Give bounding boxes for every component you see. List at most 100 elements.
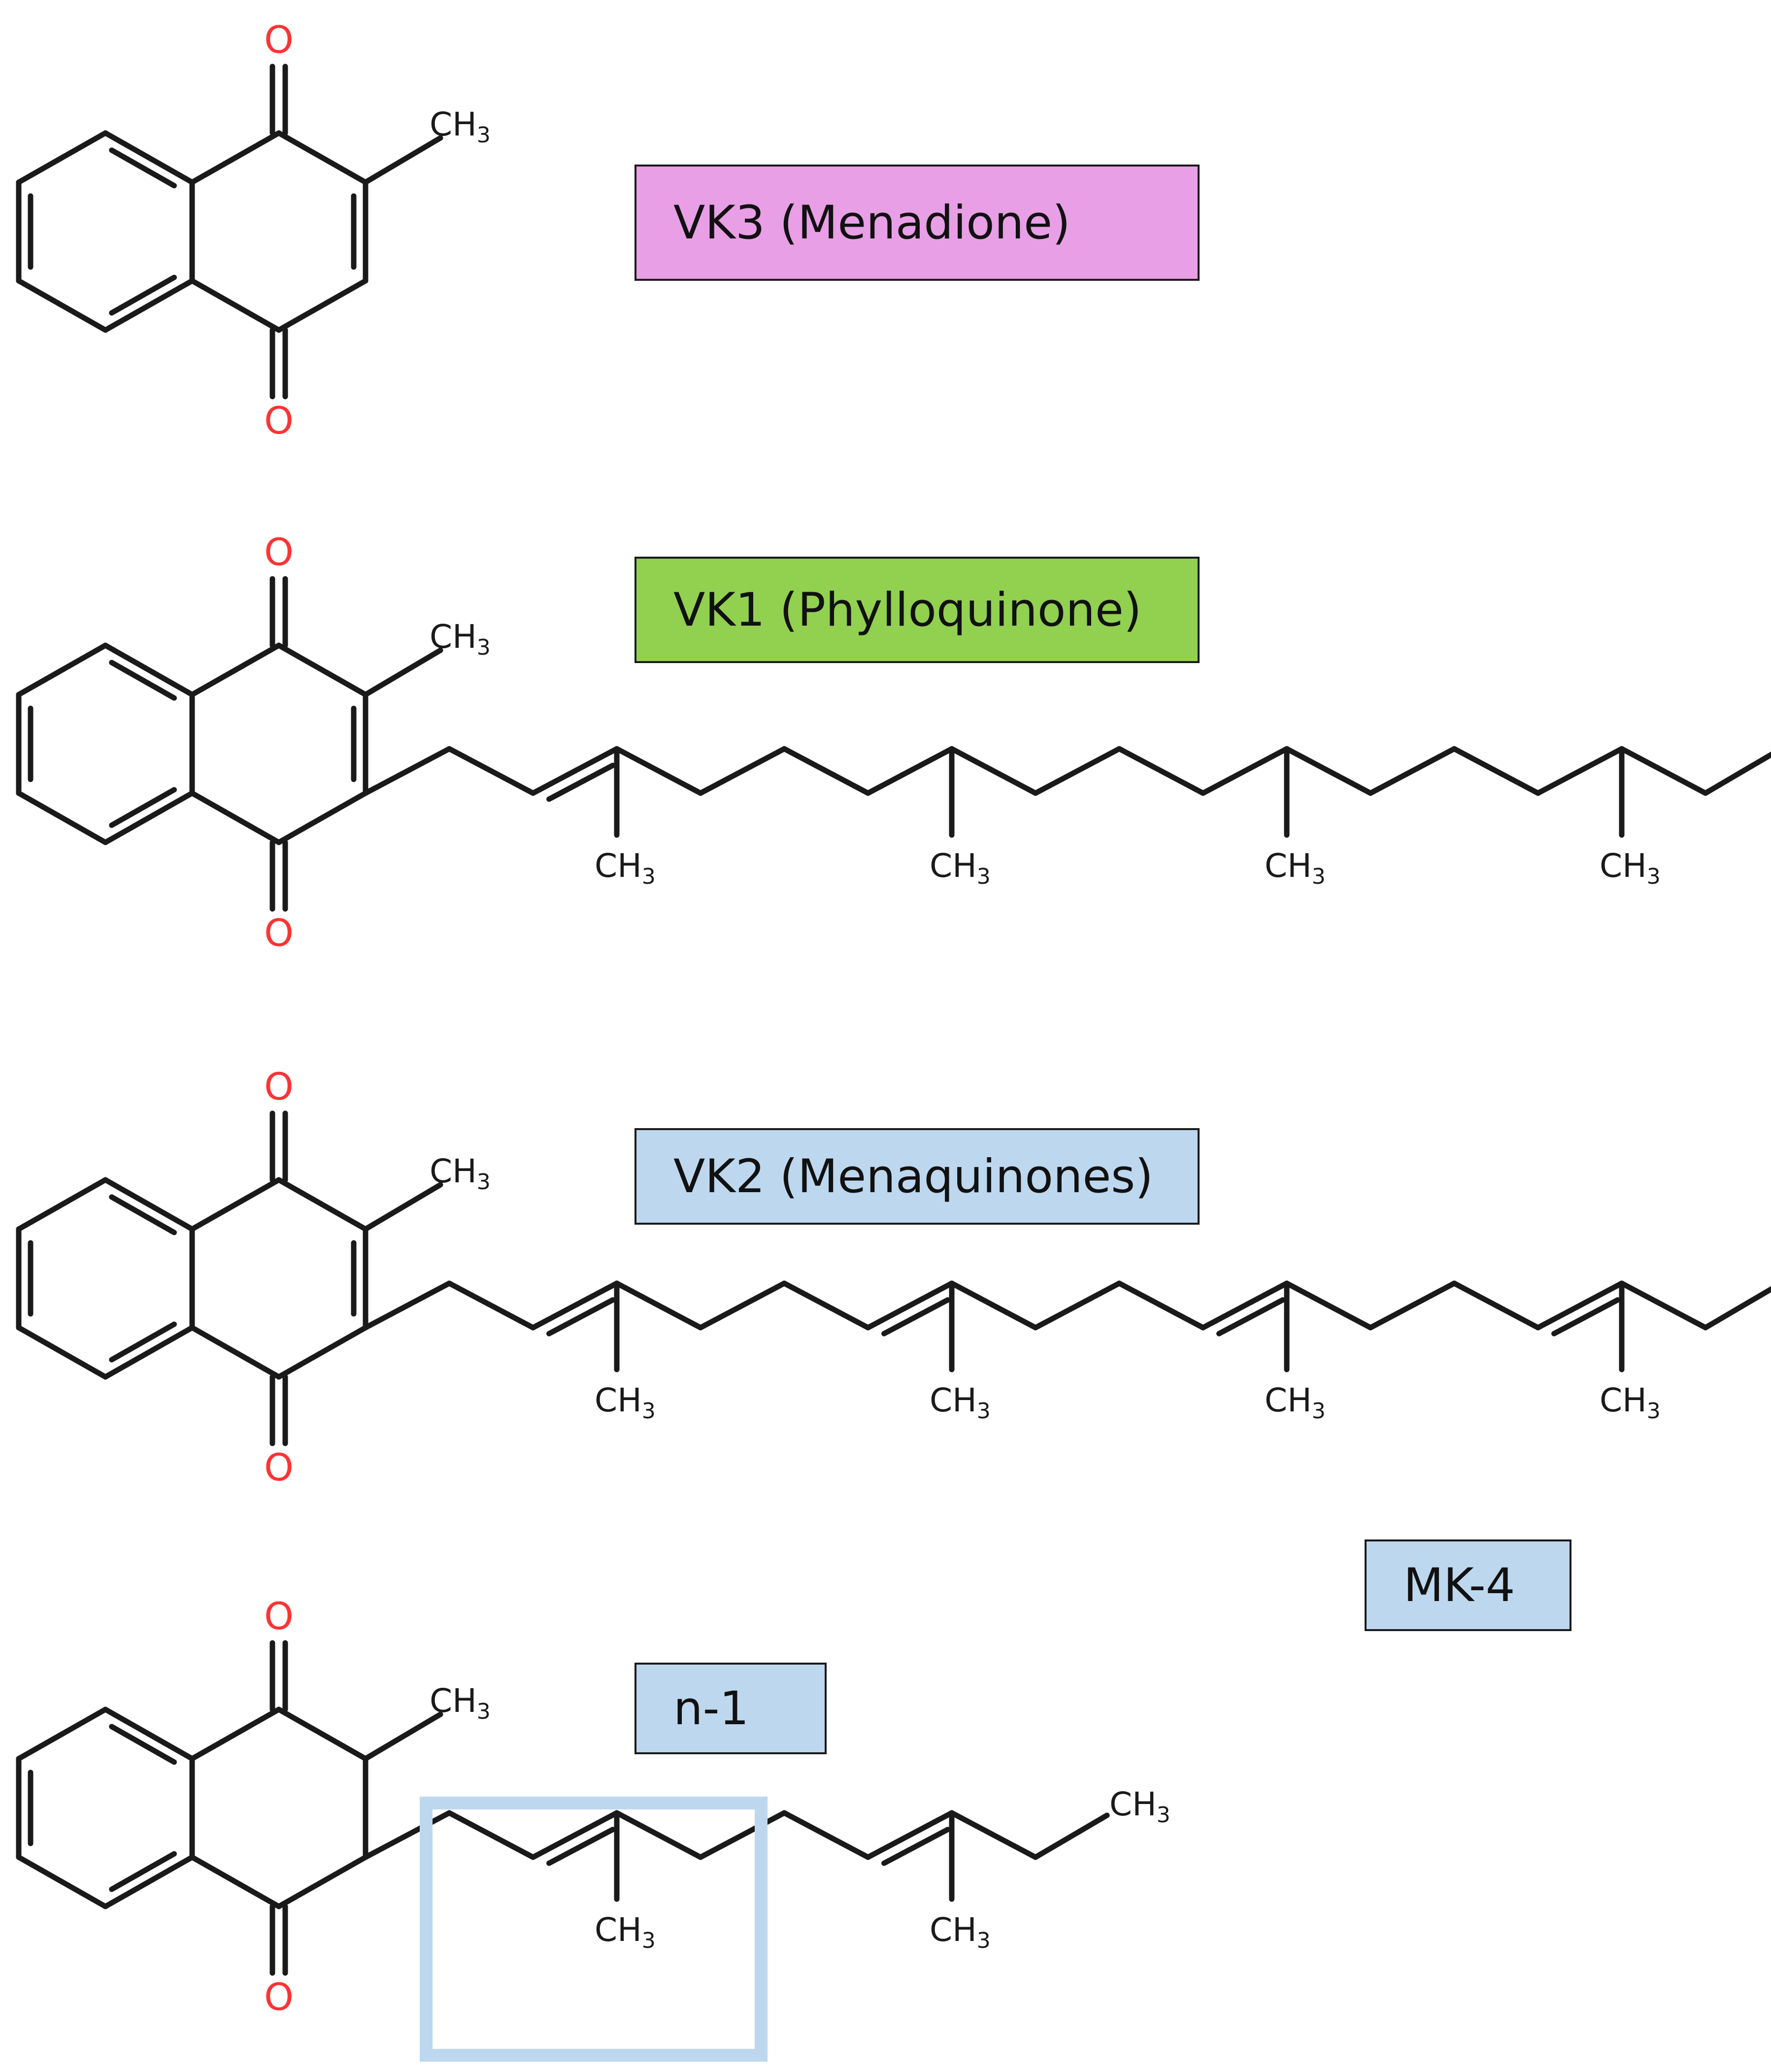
chain-bond (949, 1810, 1038, 1860)
ring-bond (189, 1325, 282, 1380)
chain-bond (1535, 1280, 1625, 1331)
chain-bond (446, 1810, 536, 1860)
oxygen-atom: O (264, 911, 294, 955)
ring-bond (16, 642, 108, 698)
chain-bond (949, 746, 1038, 796)
aromatic-double-bond (109, 660, 177, 701)
chain-bond (363, 1280, 452, 1331)
methyl-bond (363, 647, 443, 698)
aromatic-double-bond (109, 1851, 177, 1892)
methyl-subscript: 3 (642, 864, 656, 889)
chain-bond (1284, 746, 1373, 796)
label-vk2-menaquinones: VK2 (Menaquinones) (635, 1128, 1200, 1225)
ring-bond (102, 1854, 195, 1909)
oxygen-atom: O (264, 1065, 294, 1108)
methyl-label: CH3 (1265, 847, 1326, 889)
chain-bond (1619, 746, 1708, 796)
chain-bond (1535, 746, 1625, 796)
methyl-subscript: 3 (977, 1928, 991, 1953)
oxygen-atom: O (264, 1445, 294, 1489)
ring-bond (189, 1177, 282, 1232)
chain-bond (363, 746, 452, 796)
chain-bond (781, 1810, 871, 1860)
methyl-subscript: 3 (642, 1399, 656, 1424)
methyl-bond (363, 1182, 443, 1232)
vk2-menaquinone-structure: OOCH3CH3CH3CH3CH3CH3 (16, 1065, 1771, 1489)
methyl-label: CH3 (1265, 1381, 1326, 1424)
chain-bond (446, 1280, 536, 1331)
chain-bond (530, 1810, 620, 1860)
aromatic-double-bond (109, 787, 177, 828)
methyl-bond (1033, 1812, 1110, 1860)
ring-bond (276, 130, 368, 185)
ring-bond (189, 642, 282, 698)
ring-bond (102, 130, 195, 185)
chain-bond (1200, 1280, 1290, 1331)
chain-bond (865, 1280, 955, 1331)
chain-double-bond (546, 1297, 616, 1337)
ring-bond (276, 1854, 368, 1909)
chain-bond (614, 746, 703, 796)
methyl-subscript: 3 (642, 1928, 656, 1953)
methyl-label: CH3 (595, 1381, 656, 1424)
methyl-label: CH3 (1109, 1785, 1170, 1828)
methyl-subscript: 3 (477, 1699, 491, 1724)
ring-bond (189, 1706, 282, 1762)
chain-bond (614, 1280, 703, 1331)
ring-bond (102, 1325, 195, 1380)
aromatic-double-bond (109, 1724, 177, 1765)
methyl-label: CH3 (430, 1152, 491, 1195)
chain-bond (1116, 746, 1206, 796)
chain-double-bond (881, 1827, 951, 1866)
methyl-subscript: 3 (477, 1170, 491, 1195)
chain-bond (781, 746, 871, 796)
methyl-bond (363, 1711, 443, 1762)
methyl-subscript: 3 (1157, 1803, 1170, 1828)
oxygen-atom: O (264, 1594, 294, 1638)
chain-bond (698, 746, 787, 796)
label-n-1: n-1 (635, 1663, 827, 1754)
chain-bond (1116, 1280, 1206, 1331)
label-mk4: MK-4 (1365, 1539, 1571, 1631)
methyl-subscript: 3 (1647, 1399, 1661, 1424)
chain-bond (949, 1280, 1038, 1331)
chain-bond (1451, 1280, 1541, 1331)
vk1-phylloquinone-structure: OOCH3CH3CH3CH3CH3CH3 (16, 530, 1771, 955)
label-vk3-menadione: VK3 (Menadione) (635, 165, 1200, 281)
ring-bond (102, 278, 195, 333)
ring-bond (276, 278, 368, 333)
chain-bond (865, 746, 955, 796)
ring-bond (102, 642, 195, 698)
ring-bond (276, 1706, 368, 1762)
ring-bond (16, 278, 108, 333)
chain-bond (363, 1810, 452, 1860)
ring-bond (16, 1177, 108, 1232)
methyl-subscript: 3 (1647, 864, 1661, 889)
ring-bond (189, 278, 282, 333)
oxygen-atom: O (264, 399, 294, 442)
chain-bond (446, 746, 536, 796)
methyl-label: CH3 (930, 1381, 991, 1424)
methyl-bond (363, 135, 443, 185)
ring-bond (102, 1706, 195, 1762)
chain-bond (1368, 1280, 1457, 1331)
chain-double-bond (1551, 1297, 1621, 1337)
ring-bond (102, 790, 195, 845)
ring-bond (16, 790, 108, 845)
methyl-bond (1703, 1286, 1771, 1331)
label-vk1-phylloquinone: VK1 (Phylloquinone) (635, 557, 1200, 663)
methyl-label: CH3 (1600, 847, 1661, 889)
chain-double-bond (881, 1297, 951, 1337)
ring-bond (276, 790, 368, 845)
chain-double-bond (1216, 1297, 1286, 1337)
aromatic-double-bond (109, 1321, 177, 1363)
ring-bond (276, 1325, 368, 1380)
ring-bond (189, 790, 282, 845)
oxygen-atom: O (264, 18, 294, 62)
methyl-subscript: 3 (977, 864, 991, 889)
methyl-subscript: 3 (477, 635, 491, 660)
ring-bond (16, 130, 108, 185)
